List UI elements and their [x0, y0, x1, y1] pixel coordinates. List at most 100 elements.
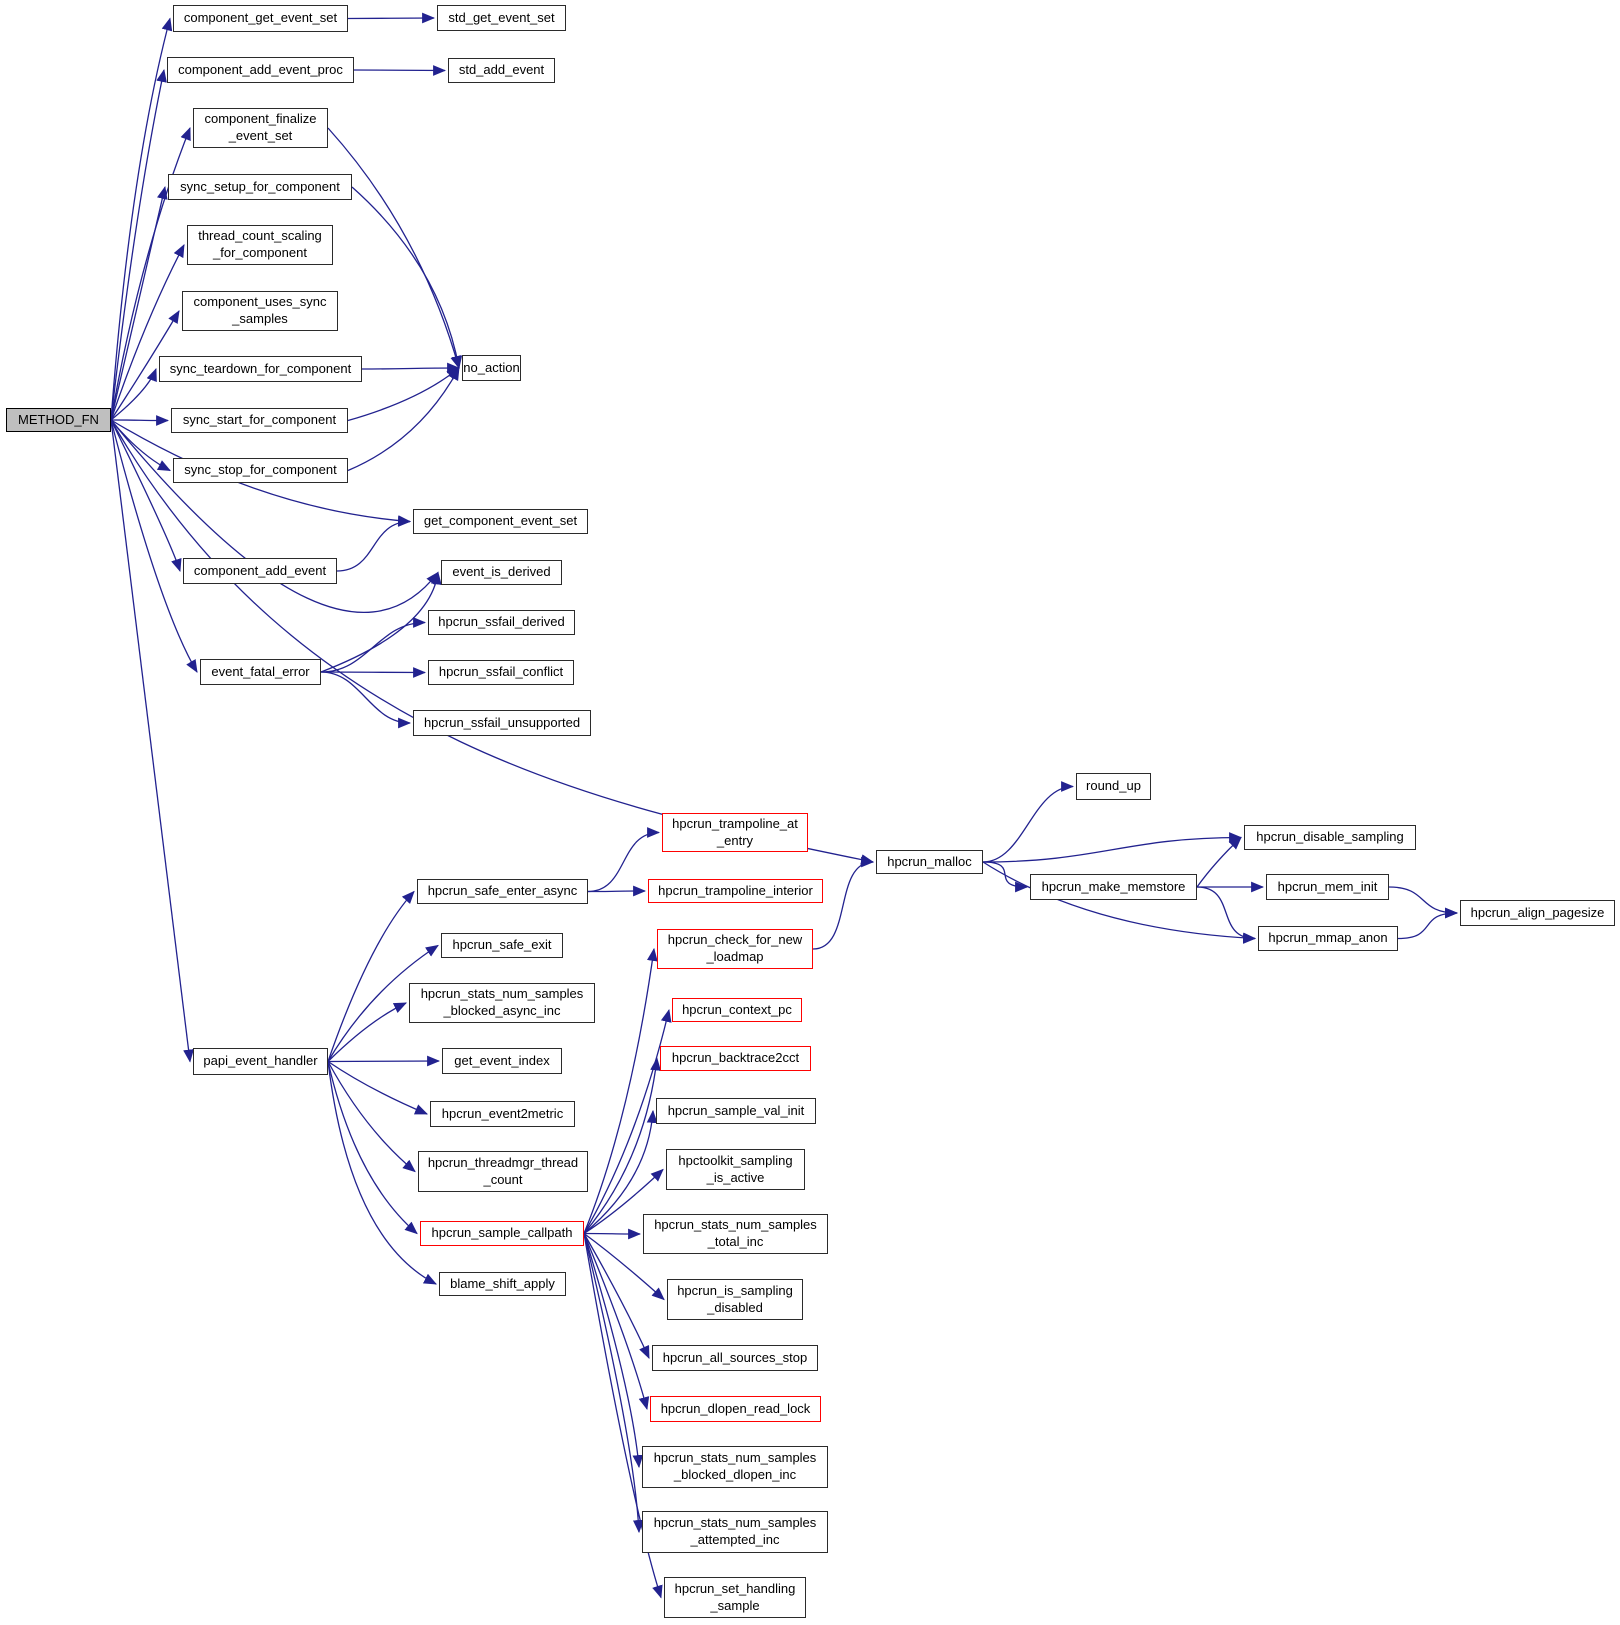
- node-hpcrun-ssfail-derived[interactable]: hpcrun_ssfail_derived: [428, 610, 575, 635]
- node-hpcrun-check-for-new-loadmap[interactable]: hpcrun_check_for_new _loadmap: [657, 929, 813, 969]
- edge-hpcrun_sample_callpath-to-hpcrun_check_for_new_loadmap: [583, 947, 658, 1234]
- edge-method_fn-to-thread_count_scaling_for_component: [110, 244, 185, 421]
- node-hpcrun-event2metric[interactable]: hpcrun_event2metric: [430, 1101, 575, 1127]
- node-hpctoolkit-sampling-is-active[interactable]: hpctoolkit_sampling _is_active: [666, 1149, 805, 1190]
- edge-hpcrun_sample_callpath-to-hpctoolkit_sampling_is_active: [583, 1168, 664, 1235]
- edge-papi_event_handler-to-hpcrun_event2metric: [327, 1060, 428, 1115]
- edge-hpcrun_malloc-to-round_up: [982, 781, 1075, 863]
- edge-method_fn-to-component_finalize_event_set: [110, 126, 191, 421]
- edge-papi_event_handler-to-hpcrun_threadmgr_thread_count: [327, 1061, 416, 1173]
- edge-method_fn-to-event_fatal_error: [110, 419, 198, 673]
- node-sync-start-for-component[interactable]: sync_start_for_component: [171, 408, 348, 433]
- node-sync-setup-for-component[interactable]: sync_setup_for_component: [168, 174, 352, 200]
- edge-hpcrun_safe_enter_async-to-hpcrun_trampoline_interior: [587, 885, 647, 897]
- edge-hpcrun_malloc-to-hpcrun_disable_sampling: [982, 832, 1243, 863]
- edge-method_fn-to-get_component_event_set: [110, 419, 412, 526]
- node-round-up[interactable]: round_up: [1076, 773, 1151, 800]
- edge-component_get_event_set-to-std_get_event_set: [347, 12, 436, 24]
- edge-hpcrun_sample_callpath-to-hpcrun_is_sampling_disabled: [583, 1232, 665, 1301]
- edge-component_add_event_proc-to-std_add_event: [353, 65, 447, 76]
- edge-hpcrun_make_memstore-to-hpcrun_disable_sampling: [1196, 836, 1242, 888]
- edge-method_fn-to-sync_stop_for_component: [110, 419, 171, 472]
- edge-sync_stop_for_component-to-no_action: [347, 367, 460, 472]
- node-hpcrun-trampoline-at-entry[interactable]: hpcrun_trampoline_at _entry: [662, 813, 808, 852]
- node-hpcrun-threadmgr-thread-count[interactable]: hpcrun_threadmgr_thread _count: [418, 1151, 588, 1192]
- edge-sync_teardown_for_component-to-no_action: [361, 362, 461, 374]
- node-get-component-event-set[interactable]: get_component_event_set: [413, 509, 588, 534]
- edge-method_fn-to-sync_setup_for_component: [110, 185, 168, 421]
- edge-method_fn-to-papi_event_handler: [110, 419, 194, 1063]
- node-hpcrun-disable-sampling[interactable]: hpcrun_disable_sampling: [1244, 825, 1416, 850]
- edge-method_fn-to-component_add_event: [110, 419, 182, 573]
- node-hpcrun-mem-init[interactable]: hpcrun_mem_init: [1266, 874, 1389, 900]
- node-hpcrun-mmap-anon[interactable]: hpcrun_mmap_anon: [1258, 926, 1398, 951]
- edge-papi_event_handler-to-get_event_index: [327, 1055, 441, 1067]
- edge-event_fatal_error-to-hpcrun_ssfail_derived: [320, 617, 427, 673]
- node-component-uses-sync-samples[interactable]: component_uses_sync _samples: [182, 291, 338, 331]
- edge-event_fatal_error-to-hpcrun_ssfail_unsupported: [320, 671, 412, 729]
- edge-hpcrun_check_for_new_loadmap-to-hpcrun_malloc: [812, 856, 875, 950]
- edge-hpcrun_mmap_anon-to-hpcrun_align_pagesize: [1397, 907, 1459, 940]
- edge-hpcrun_sample_callpath-to-hpcrun_sample_val_init: [583, 1109, 658, 1234]
- node-hpcrun-dlopen-read-lock[interactable]: hpcrun_dlopen_read_lock: [650, 1396, 821, 1422]
- node-hpcrun-make-memstore[interactable]: hpcrun_make_memstore: [1030, 874, 1197, 900]
- edge-papi_event_handler-to-hpcrun_sample_callpath: [327, 1061, 418, 1235]
- node-sync-stop-for-component[interactable]: sync_stop_for_component: [173, 458, 348, 483]
- node-hpcrun-ssfail-unsupported[interactable]: hpcrun_ssfail_unsupported: [413, 710, 591, 736]
- edge-papi_event_handler-to-hpcrun_stats_num_samples_blocked_async_inc: [327, 1002, 407, 1062]
- node-hpcrun-context-pc[interactable]: hpcrun_context_pc: [672, 998, 802, 1022]
- edge-method_fn-to-sync_teardown_for_component: [110, 367, 157, 421]
- node-hpcrun-safe-enter-async[interactable]: hpcrun_safe_enter_async: [417, 879, 588, 904]
- node-component-add-event[interactable]: component_add_event: [183, 558, 337, 584]
- node-hpcrun-malloc[interactable]: hpcrun_malloc: [876, 850, 983, 874]
- edge-hpcrun_make_memstore-to-hpcrun_mmap_anon: [1196, 886, 1257, 944]
- edge-hpcrun_sample_callpath-to-hpcrun_backtrace2cct: [583, 1057, 661, 1234]
- node-papi-event-handler[interactable]: papi_event_handler: [193, 1048, 328, 1075]
- edge-hpcrun_mem_init-to-hpcrun_align_pagesize: [1388, 886, 1459, 919]
- node-component-finalize-event-set[interactable]: component_finalize _event_set: [193, 108, 328, 148]
- node-event-is-derived[interactable]: event_is_derived: [441, 560, 562, 585]
- edge-papi_event_handler-to-hpcrun_safe_enter_async: [327, 890, 415, 1062]
- node-component-get-event-set[interactable]: component_get_event_set: [173, 5, 348, 32]
- edge-hpcrun_sample_callpath-to-hpcrun_stats_num_samples_blocked_dlopen_inc: [583, 1233, 644, 1469]
- node-hpcrun-all-sources-stop[interactable]: hpcrun_all_sources_stop: [652, 1345, 818, 1371]
- edge-method_fn-to-sync_start_for_component: [110, 415, 170, 426]
- node-hpcrun-align-pagesize[interactable]: hpcrun_align_pagesize: [1460, 900, 1615, 926]
- edge-hpcrun_sample_callpath-to-hpcrun_stats_num_samples_total_inc: [583, 1228, 642, 1240]
- edge-method_fn-to-component_get_event_set: [110, 17, 173, 421]
- edge-papi_event_handler-to-hpcrun_safe_exit: [327, 944, 439, 1062]
- node-hpcrun-is-sampling-disabled[interactable]: hpcrun_is_sampling _disabled: [667, 1279, 803, 1320]
- node-hpcrun-sample-val-init[interactable]: hpcrun_sample_val_init: [656, 1098, 816, 1124]
- edge-method_fn-to-component_add_event_proc: [110, 68, 167, 421]
- edge-component_add_event-to-get_component_event_set: [336, 516, 412, 572]
- node-std-add-event[interactable]: std_add_event: [448, 58, 555, 83]
- node-hpcrun-stats-num-samples-blocked-async-inc[interactable]: hpcrun_stats_num_samples _blocked_async_…: [409, 983, 595, 1023]
- edge-event_fatal_error-to-hpcrun_ssfail_conflict: [320, 667, 427, 678]
- node-hpcrun-stats-num-samples-blocked-dlopen-inc[interactable]: hpcrun_stats_num_samples _blocked_dlopen…: [642, 1446, 828, 1488]
- node-sync-teardown-for-component[interactable]: sync_teardown_for_component: [159, 356, 362, 382]
- node-hpcrun-stats-num-samples-total-inc[interactable]: hpcrun_stats_num_samples _total_inc: [643, 1214, 828, 1254]
- node-get-event-index[interactable]: get_event_index: [442, 1048, 562, 1074]
- node-thread-count-scaling-for-component[interactable]: thread_count_scaling _for_component: [187, 225, 333, 265]
- node-hpcrun-trampoline-interior[interactable]: hpcrun_trampoline_interior: [648, 879, 823, 903]
- edge-method_fn-to-event_is_derived: [110, 419, 439, 614]
- node-blame-shift-apply[interactable]: blame_shift_apply: [439, 1272, 566, 1296]
- node-hpcrun-stats-num-samples-attempted-inc[interactable]: hpcrun_stats_num_samples _attempted_inc: [642, 1511, 828, 1553]
- node-std-get-event-set[interactable]: std_get_event_set: [437, 5, 566, 31]
- node-no-action[interactable]: no_action: [462, 355, 521, 381]
- node-hpcrun-set-handling-sample[interactable]: hpcrun_set_handling _sample: [664, 1577, 806, 1618]
- edge-hpcrun_sample_callpath-to-hpcrun_context_pc: [583, 1008, 672, 1234]
- edge-sync_setup_for_component-to-no_action: [351, 186, 463, 370]
- node-event-fatal-error[interactable]: event_fatal_error: [200, 659, 321, 685]
- edge-hpcrun_malloc-to-hpcrun_mmap_anon: [982, 861, 1257, 944]
- node-hpcrun-safe-exit[interactable]: hpcrun_safe_exit: [441, 933, 563, 958]
- node-component-add-event-proc[interactable]: component_add_event_proc: [167, 57, 354, 83]
- node-hpcrun-ssfail-conflict[interactable]: hpcrun_ssfail_conflict: [428, 660, 574, 685]
- edge-method_fn-to-component_uses_sync_samples: [110, 310, 180, 421]
- edge-component_finalize_event_set-to-no_action: [327, 127, 461, 370]
- node-hpcrun-backtrace2cct[interactable]: hpcrun_backtrace2cct: [660, 1046, 811, 1071]
- node-hpcrun-sample-callpath[interactable]: hpcrun_sample_callpath: [420, 1221, 584, 1246]
- edge-papi_event_handler-to-blame_shift_apply: [327, 1061, 437, 1285]
- edge-method_fn-to-hpcrun_malloc: [110, 419, 875, 865]
